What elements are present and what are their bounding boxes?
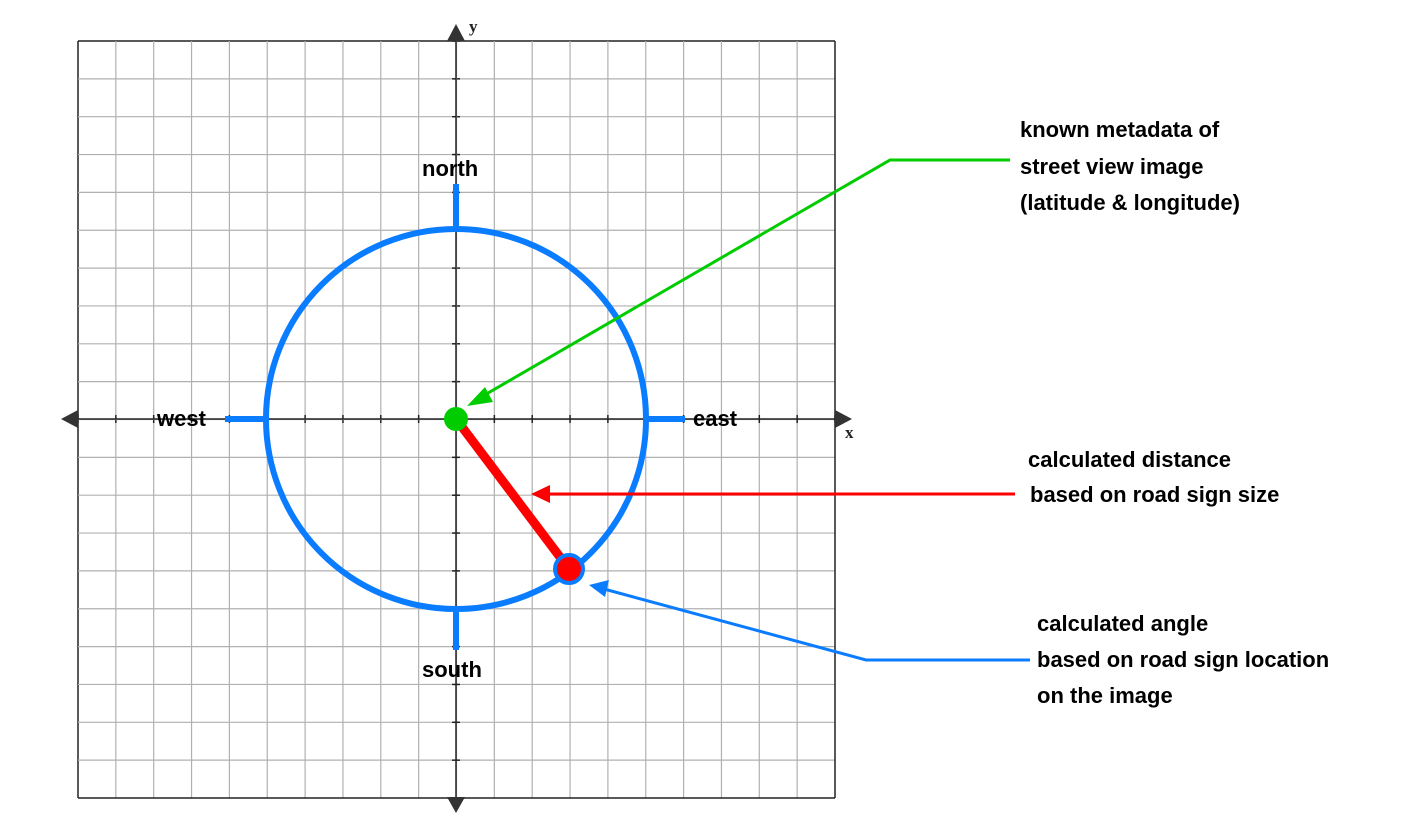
origin-arrow-icon xyxy=(467,387,493,406)
north-label: north xyxy=(422,156,478,181)
origin-callout: known metadata of street view image (lat… xyxy=(467,117,1240,406)
distance-annotation-line: based on road sign size xyxy=(1030,482,1279,507)
road-sign-point xyxy=(553,553,585,585)
angle-arrow-icon xyxy=(589,580,609,597)
y-axis-arrow-icon xyxy=(447,24,465,41)
origin-point xyxy=(444,407,468,431)
angle-annotation-line: on the image xyxy=(1037,683,1173,708)
origin-annotation-line: known metadata of xyxy=(1020,117,1220,142)
compass-circle: north south east west xyxy=(156,156,738,682)
west-label: west xyxy=(156,406,207,431)
angle-callout: calculated angle based on road sign loca… xyxy=(589,580,1329,708)
angle-annotation-line: calculated angle xyxy=(1037,611,1208,636)
south-label: south xyxy=(422,657,482,682)
y-axis-label: y xyxy=(469,17,478,36)
east-label: east xyxy=(693,406,738,431)
x-axis-arrow-icon xyxy=(835,410,852,428)
angle-annotation-line: based on road sign location xyxy=(1037,647,1329,672)
distance-annotation-line: calculated distance xyxy=(1028,447,1231,472)
x-axis-arrow-left-icon xyxy=(61,410,78,428)
distance-callout: calculated distance based on road sign s… xyxy=(531,447,1279,507)
distance-line xyxy=(452,416,573,572)
x-axis-label: x xyxy=(845,423,854,442)
origin-annotation-line: (latitude & longitude) xyxy=(1020,190,1240,215)
y-axis-arrow-down-icon xyxy=(447,797,465,813)
angle-leader-line xyxy=(603,587,1030,662)
distance-arrow-icon xyxy=(531,485,550,503)
origin-annotation-line: street view image xyxy=(1020,154,1203,179)
origin-leader-line xyxy=(475,158,1010,402)
